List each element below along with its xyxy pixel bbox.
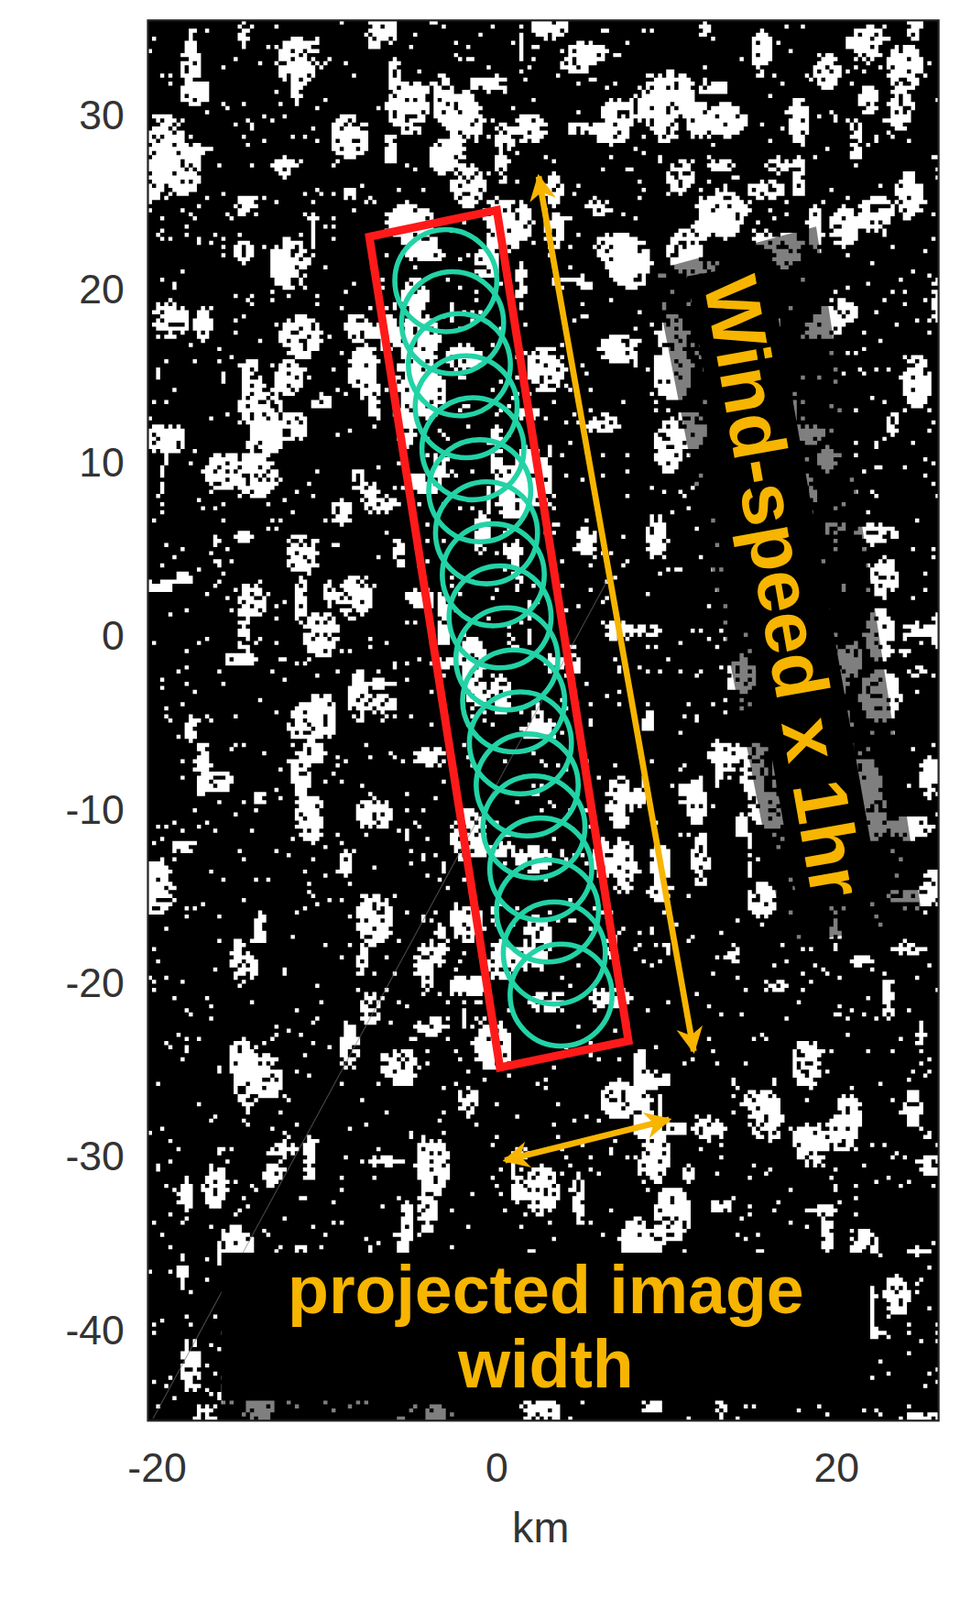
x-tick-label: -20 xyxy=(127,1446,186,1488)
x-tick-label: 0 xyxy=(485,1446,509,1488)
dimension-arrow xyxy=(538,176,694,1051)
dimension-arrow xyxy=(504,1119,669,1161)
y-tick-label: 0 xyxy=(101,615,125,657)
y-tick-label: 10 xyxy=(78,441,125,483)
footprint-box xyxy=(369,209,629,1068)
annotation-label: projected image width xyxy=(221,1252,871,1401)
cloud-mask xyxy=(147,20,939,1420)
y-tick-label: -40 xyxy=(65,1309,124,1351)
plot-frame xyxy=(147,20,939,1420)
camera-footprint xyxy=(510,943,612,1046)
y-tick-label: -20 xyxy=(65,961,124,1004)
y-tick-label: 30 xyxy=(78,95,125,137)
shadow-band xyxy=(653,226,924,944)
y-tick-label: 20 xyxy=(78,268,125,310)
y-tick-label: -10 xyxy=(65,788,124,830)
y-tick-label: -30 xyxy=(65,1135,124,1178)
x-tick-label: 20 xyxy=(813,1446,860,1488)
axis-title: km xyxy=(512,1505,569,1550)
